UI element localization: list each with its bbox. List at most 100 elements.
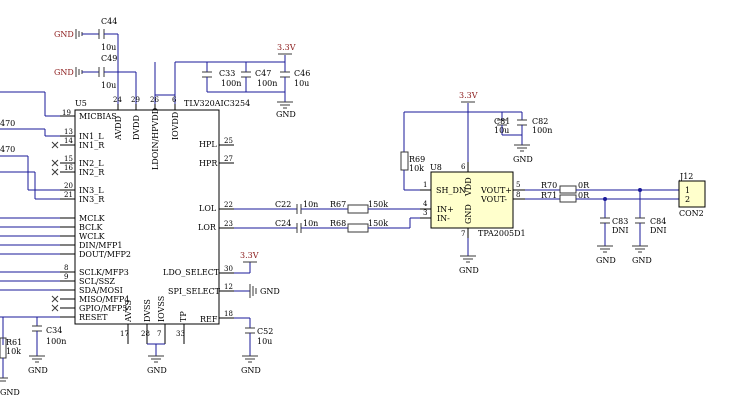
c24-val: 10n (303, 219, 318, 228)
u5-top-pin-num: 26 (150, 96, 159, 104)
u5-left-pins: MICBIAS IN1_L IN1_R IN2_L IN2_R IN3_L IN… (62, 109, 131, 322)
u5-pin-num: 27 (224, 155, 233, 163)
u8-pin-num: 6 (461, 163, 466, 171)
r68-ref: R68 (330, 219, 346, 228)
u5-pin-num: 22 (224, 201, 233, 209)
gnd-label-c52: GND (241, 366, 261, 375)
r69-val: 10k (409, 164, 424, 173)
j12-part: CON2 (679, 209, 704, 218)
u8-pin-name: GND (464, 204, 473, 224)
u5-pin-num: 9 (64, 273, 68, 281)
u5-top-pin-name: AVDD (114, 116, 123, 141)
u8-pin-num: 4 (423, 200, 428, 208)
signal-path: C22 10n R67 150k C24 10n R68 150k (234, 200, 420, 233)
u5-pin-name: MISO/MFP4 (79, 295, 129, 304)
u8-part: TPA2005D1 (478, 229, 526, 238)
u5-pin-name: HPR (199, 159, 218, 168)
r70-val: 0R (578, 181, 590, 190)
u5-pin-num: 21 (64, 191, 73, 199)
u8-pin-num: 7 (461, 230, 465, 238)
c52-ref: C52 (257, 327, 273, 336)
c49-gnd-label: GND (54, 68, 74, 77)
gnd-label-c82: GND (513, 155, 533, 164)
cap-bank-top: 3.3V C33 100n C47 100n C46 10u GND (154, 43, 310, 119)
c34-ref: C34 (46, 326, 62, 335)
u5-pin-num: 33 (176, 330, 185, 338)
j12-pin: 2 (685, 195, 690, 204)
u5-pin-name: DOUT/MFP2 (79, 250, 131, 259)
u8-pin-name: IN+ (437, 205, 454, 214)
u8-pin-num: 5 (516, 181, 520, 189)
v33-label-ldo: 3.3V (240, 251, 259, 260)
c84-ref: C84 (650, 217, 666, 226)
u5-pin-num: 30 (224, 265, 233, 273)
c22-ref: C22 (275, 200, 291, 209)
gnd-label-c34: GND (28, 366, 48, 375)
u5-pin-num: 28 (141, 330, 150, 338)
u8-chip[interactable]: U8 TPA2005D1 SH_DN IN+ IN- VDD GND VOUT+… (423, 163, 526, 238)
c44-gnd-label: GND (54, 30, 74, 39)
v33-label-top: 3.3V (277, 43, 296, 52)
c34-val: 100n (46, 337, 66, 346)
c83-ref: C83 (612, 217, 628, 226)
u5-pin-name: IN3_L (79, 186, 104, 195)
r71-ref: R71 (541, 191, 557, 200)
c81-val: 10u (494, 126, 509, 135)
u5-bottom-pins: AVSS DVSS IOVSS TP 17 28 7 33 (120, 296, 188, 338)
u8-pin-num: 8 (516, 191, 520, 199)
c84-val: DNI (650, 226, 667, 235)
r69-ref: R69 (409, 155, 425, 164)
v33-label-u8: 3.3V (459, 91, 478, 100)
r70-ref: R70 (541, 181, 557, 190)
u5-pin-name: MCLK (79, 214, 106, 223)
u5-pin-name: LOR (198, 223, 217, 232)
c46-ref: C46 (294, 69, 310, 78)
u5-pin-num: 25 (224, 137, 233, 145)
c81-ref: C81 (494, 117, 510, 126)
u5-top-pin-num: 29 (131, 96, 140, 104)
r61-group: R61 10k GND (0, 337, 22, 397)
j12-ref: J12 (679, 172, 693, 181)
u5-pin-name: SCLK/MFP3 (79, 268, 129, 277)
u5-pin-name: WCLK (79, 232, 106, 241)
c52-group: C52 10u GND (234, 317, 273, 375)
u5-pin-name: REF (200, 315, 218, 324)
u5-pin-name: IN2_L (79, 159, 104, 168)
c24-ref: C24 (275, 219, 291, 228)
u5-pin-num: 17 (120, 330, 129, 338)
u5-pin-num: 14 (64, 137, 73, 145)
c47-ref: C47 (255, 69, 271, 78)
u8-pin-name: VOUT- (480, 195, 507, 204)
left-input-wires: 470 470 (0, 119, 60, 345)
u5-pin-name: SCL/SSZ (79, 277, 115, 286)
gnd-label-c83: GND (596, 256, 616, 265)
u5-pin-name: AVSS (124, 300, 133, 323)
u5-top-pin-num: 24 (113, 96, 122, 104)
u5-chip[interactable]: U5 TLV320AIC3254 24 29 26 6 AVDD DVDD LD… (60, 96, 250, 344)
u5-pin-name: LOL (199, 204, 217, 213)
c49-ref: C49 (101, 54, 117, 63)
u5-pin-name: HPL (199, 140, 217, 149)
u5-pin-num: 13 (64, 128, 73, 136)
gnd-label-u5: GND (147, 366, 167, 375)
j12-connector[interactable]: J12 CON2 1 2 (678, 172, 706, 218)
u5-bottom-stubs (127, 324, 185, 344)
u5-pin-name: IOVSS (157, 296, 166, 322)
c33-val: 100n (221, 79, 241, 88)
r-470b-val: 470 (0, 145, 15, 154)
u5-pin-name: IN2_R (79, 168, 105, 177)
output-path: R70 0R R71 0R C83 DNI GND C84 DNI GND (525, 181, 679, 265)
u5-pin-name: GPIO/MFP5 (79, 304, 127, 313)
u5-pin-name: IN3_R (79, 195, 105, 204)
u5-pin-name: RESET (79, 313, 108, 322)
c83-val: DNI (612, 226, 629, 235)
r67-val: 150k (368, 200, 388, 209)
c22-val: 10n (303, 200, 318, 209)
u5-pin-num: 19 (62, 109, 71, 117)
u8-ref: U8 (430, 163, 442, 172)
r71-val: 0R (578, 191, 590, 200)
u8-pin-num: 3 (423, 209, 427, 217)
c44-group: GND C44 10u (54, 17, 118, 52)
u5-pin-num: 8 (64, 264, 68, 272)
